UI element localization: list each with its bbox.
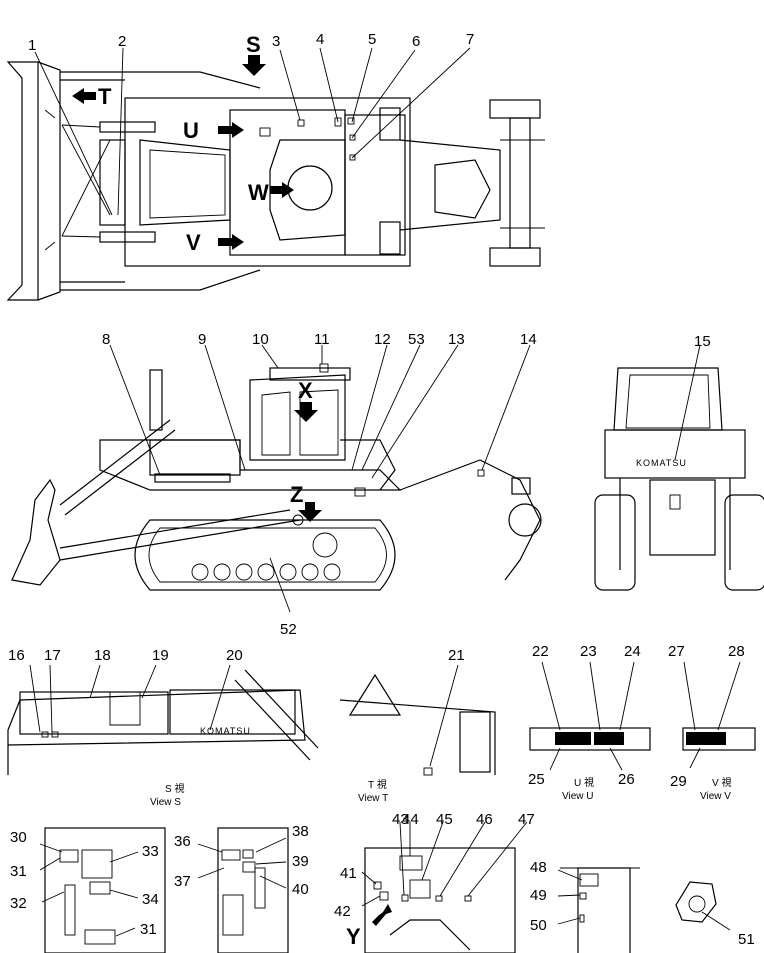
callout-31-top: 31 [10,863,27,880]
callout-3: 3 [272,33,280,50]
brand-label-hood: KOMATSU [200,726,251,736]
rear-view [594,344,764,591]
callout-6: 6 [412,33,420,50]
callout-51: 51 [738,931,755,948]
view-marker-s: S [246,32,261,57]
callout-20: 20 [226,647,243,664]
callout-38: 38 [292,823,309,840]
panel-30-34 [39,827,166,953]
callout-49: 49 [530,887,547,904]
callout-27: 27 [668,643,685,660]
callout-50: 50 [530,917,547,934]
callout-48: 48 [530,859,547,876]
callout-41: 41 [340,865,357,882]
view-marker-u: U [183,118,199,143]
view-s [7,664,319,775]
callout-10: 10 [252,331,269,348]
caption-view-u-jp: U 視 [574,776,594,789]
caption-view-t: View T [358,793,388,804]
callout-46: 46 [476,811,493,828]
view-u [529,661,651,771]
callout-14: 14 [520,331,537,348]
callout-8: 8 [102,331,110,348]
view-marker-z: Z [290,482,303,507]
callout-42: 42 [334,903,351,920]
callout-37: 37 [174,873,191,890]
view-v [682,661,756,769]
view-marker-t: T [98,84,112,109]
callout-43: 43 [392,811,409,828]
view-marker-v: V [186,230,201,255]
callout-33: 33 [142,843,159,860]
callout-36: 36 [174,833,191,850]
callout-32: 32 [10,895,27,912]
view-markers: S T U V W X Y Z [98,32,361,949]
callout-13: 13 [448,331,465,348]
callout-1: 1 [28,37,36,54]
callout-9: 9 [198,331,206,348]
callout-52: 52 [280,621,297,638]
callout-19: 19 [152,647,169,664]
caption-view-v-jp: V 視 [712,776,731,789]
side-view [11,344,542,613]
callout-15: 15 [694,333,711,350]
callout-40: 40 [292,881,309,898]
track-rollers [191,532,341,581]
brand-label-rear: KOMATSU [636,458,687,468]
callout-17: 17 [44,647,61,664]
callout-21: 21 [448,647,465,664]
callout-30: 30 [10,829,27,846]
callout-44: 44 [402,811,419,828]
view-captions: S 視 View S T 視 View T U 視 View U V 視 Vie… [150,776,731,808]
caption-view-u: View U [562,791,594,802]
callout-26: 26 [618,771,635,788]
view-marker-w: W [248,180,269,205]
callout-5: 5 [368,31,376,48]
callout-7: 7 [466,31,474,48]
caption-view-t-jp: T 視 [368,778,387,791]
callout-34: 34 [142,891,159,908]
top-view [6,47,545,301]
callout-28: 28 [728,643,745,660]
callout-12: 12 [374,331,391,348]
callout-numbers: 1 2 3 4 5 6 7 8 9 10 11 12 53 13 14 15 5… [8,31,755,948]
callout-18: 18 [94,647,111,664]
caption-view-s: View S [150,797,181,808]
brand-labels: KOMATSU KOMATSU [200,458,687,736]
caption-view-s-jp: S 視 [165,782,184,795]
callout-4: 4 [316,31,324,48]
callout-2: 2 [118,33,126,50]
callout-25: 25 [528,771,545,788]
callout-22: 22 [532,643,549,660]
panel-41-47 [361,821,528,953]
panel-48-50 [557,867,640,953]
callout-24: 24 [624,643,641,660]
callout-45: 45 [436,811,453,828]
view-marker-y: Y [346,924,361,949]
view-t [339,664,496,776]
callout-16: 16 [8,647,25,664]
callout-23: 23 [580,643,597,660]
callout-53: 53 [408,331,425,348]
view-marker-x: X [298,378,313,403]
callout-29: 29 [670,773,687,790]
callout-47: 47 [518,811,535,828]
callout-39: 39 [292,853,309,870]
part-51 [675,881,731,931]
callout-31-bottom: 31 [140,921,157,938]
panel-36-40 [197,827,289,953]
callout-11: 11 [314,331,330,348]
caption-view-v: View V [700,791,731,802]
